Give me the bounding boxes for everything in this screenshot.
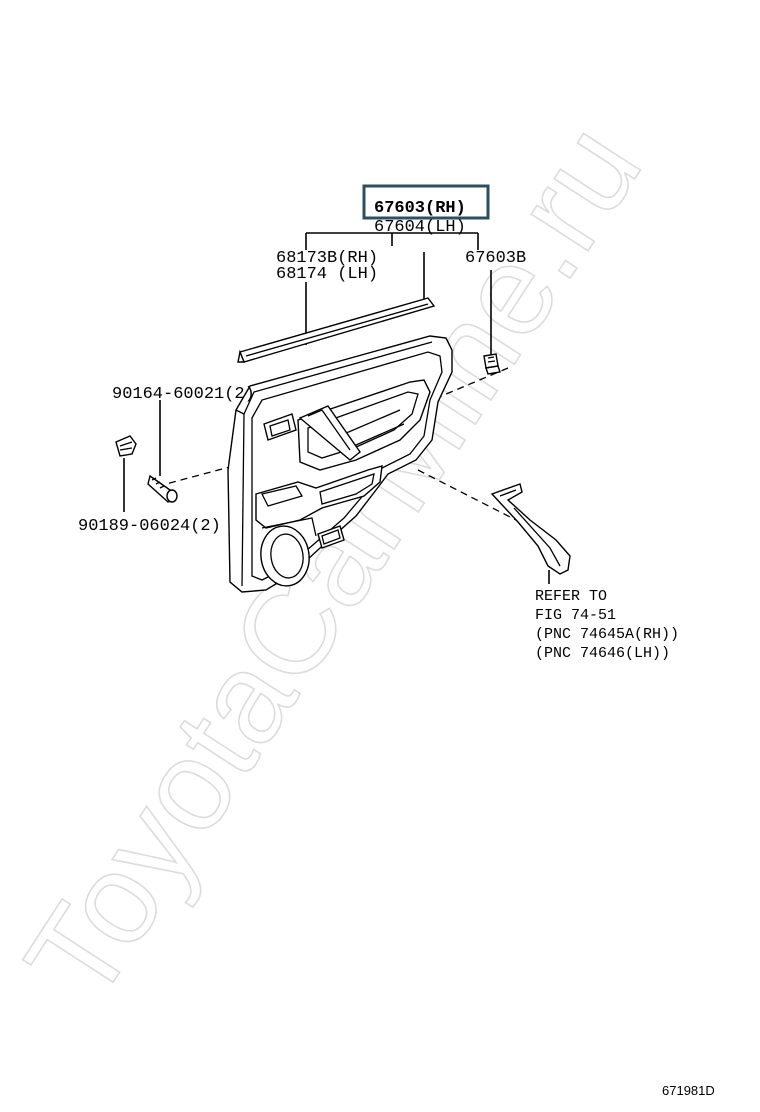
screw-90164-part — [147, 474, 178, 503]
part-number-67603b[interactable]: 67603B — [465, 249, 526, 268]
door-trim-panel — [227, 335, 453, 593]
highlight-box[interactable] — [362, 184, 490, 220]
figure-id: 671981D — [662, 1083, 715, 1098]
refer-to-line1: REFER TO — [535, 588, 607, 605]
refer-to-line2[interactable]: FIG 74-51 — [535, 607, 616, 624]
clip-67603b-part — [483, 353, 501, 375]
part-number-68174[interactable]: 68174 (LH) — [276, 265, 378, 284]
install-line-lower — [417, 469, 517, 521]
weatherstrip-part — [237, 297, 436, 363]
part-number-67603[interactable]: 67603(RH) — [374, 199, 466, 218]
leader-67603 — [305, 232, 479, 250]
clip-90189-part — [115, 435, 137, 457]
part-number-67604[interactable]: 67604(LH) — [374, 218, 466, 237]
part-number-90164[interactable]: 90164-60021(2) — [112, 385, 255, 404]
refer-to-pnc-lh: (PNC 74646(LH)) — [535, 645, 670, 662]
part-number-68173b[interactable]: 68173B(RH) — [276, 249, 378, 268]
part-number-90189[interactable]: 90189-06024(2) — [78, 517, 221, 536]
refer-to-pnc-rh: (PNC 74645A(RH)) — [535, 626, 679, 643]
armrest-cover-part — [490, 483, 571, 575]
